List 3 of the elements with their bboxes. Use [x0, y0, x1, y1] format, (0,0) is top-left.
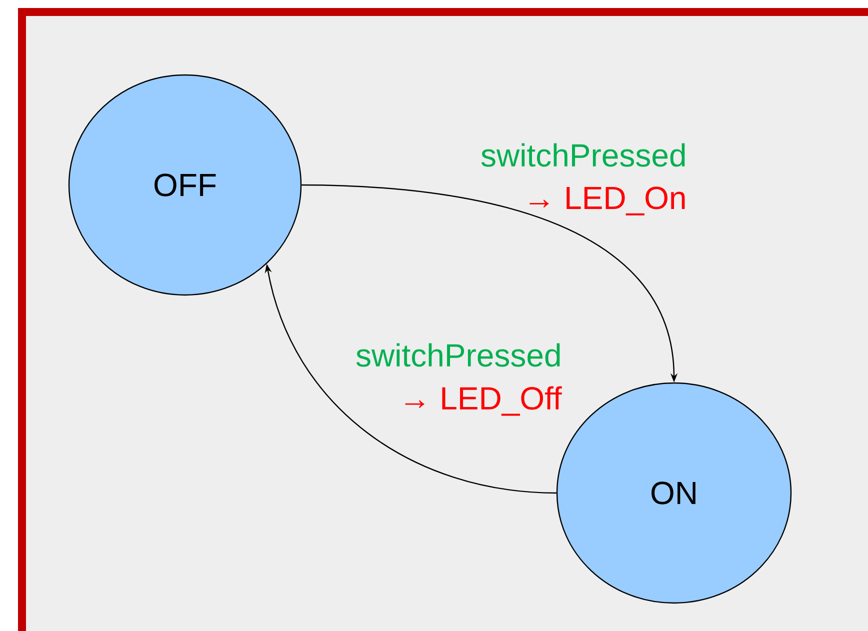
- action-label: → LED_On: [530, 186, 685, 216]
- edge-label: switchPressed: [481, 143, 685, 167]
- edge-label: switchPressed: [356, 343, 560, 367]
